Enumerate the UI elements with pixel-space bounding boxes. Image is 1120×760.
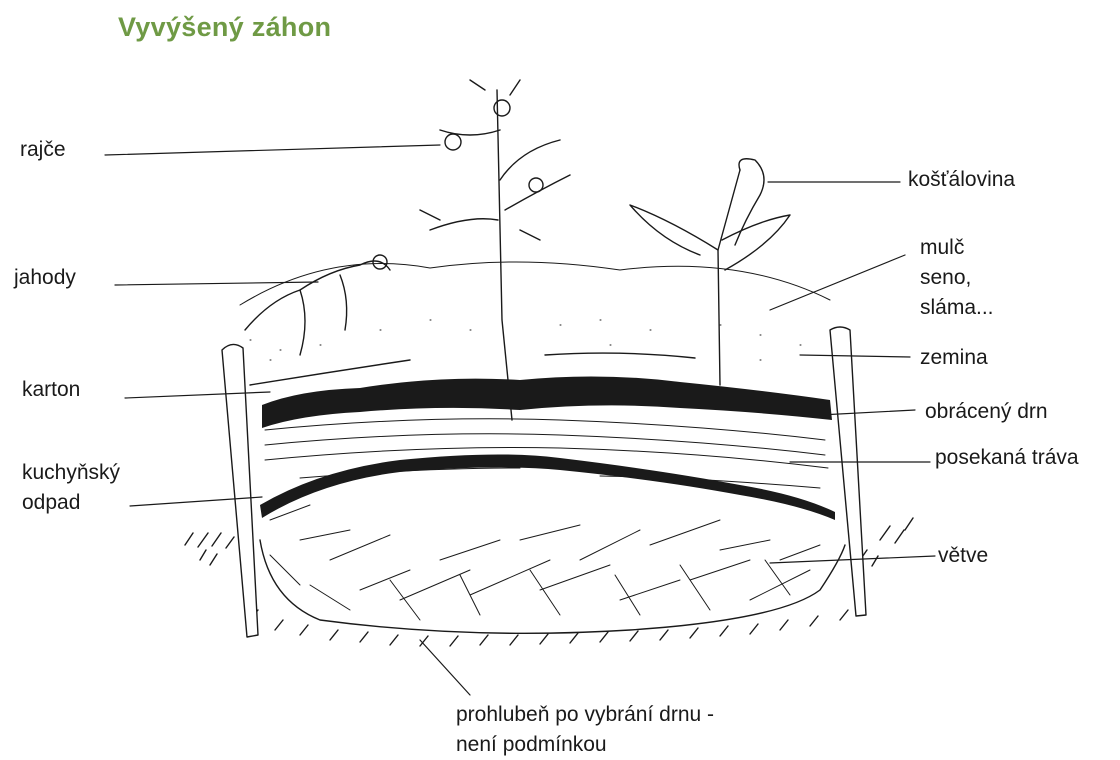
label-brassica: košťálovina	[908, 165, 1015, 195]
strawberry-plant	[245, 255, 390, 355]
hollow-outline	[260, 540, 845, 633]
turf-layer	[262, 376, 832, 428]
label-mulch-line: sláma...	[920, 293, 994, 323]
ground-hatching	[185, 518, 913, 646]
label-strawberries: jahody	[14, 263, 76, 293]
leader-mulch	[770, 255, 905, 310]
leader-hollow	[420, 640, 470, 695]
leader-tomato	[105, 145, 440, 155]
label-mulch: mulč seno, sláma...	[920, 233, 994, 323]
label-turf: obrácený drn	[925, 397, 1048, 427]
label-kitchen-waste-line: kuchyňský	[22, 458, 120, 488]
branches-layer	[270, 505, 820, 620]
label-cardboard: karton	[22, 375, 80, 405]
tomato-plant	[420, 80, 570, 420]
label-kitchen-waste: kuchyňský odpad	[22, 458, 120, 518]
soil-layer	[240, 262, 830, 360]
label-mulch-line: mulč	[920, 233, 994, 263]
label-grass: posekaná tráva	[935, 443, 1079, 473]
label-branches: větve	[938, 541, 988, 571]
kitchen-waste-layer	[260, 454, 835, 520]
label-hollow: prohlubeň po vybrání drnu - není podmínk…	[456, 700, 714, 760]
leader-cardboard	[125, 392, 270, 398]
label-hollow-line: prohlubeň po vybrání drnu -	[456, 700, 714, 730]
right-post	[830, 327, 866, 616]
brassica-plant	[630, 159, 790, 385]
label-kitchen-waste-line: odpad	[22, 488, 120, 518]
label-hollow-line: není podmínkou	[456, 730, 714, 760]
leader-strawberries	[115, 282, 318, 285]
leader-soil	[800, 355, 910, 357]
left-post	[222, 344, 258, 637]
label-mulch-line: seno,	[920, 263, 994, 293]
label-soil: zemina	[920, 343, 988, 373]
label-tomato: rajče	[20, 135, 66, 165]
leader-turf	[820, 410, 915, 415]
